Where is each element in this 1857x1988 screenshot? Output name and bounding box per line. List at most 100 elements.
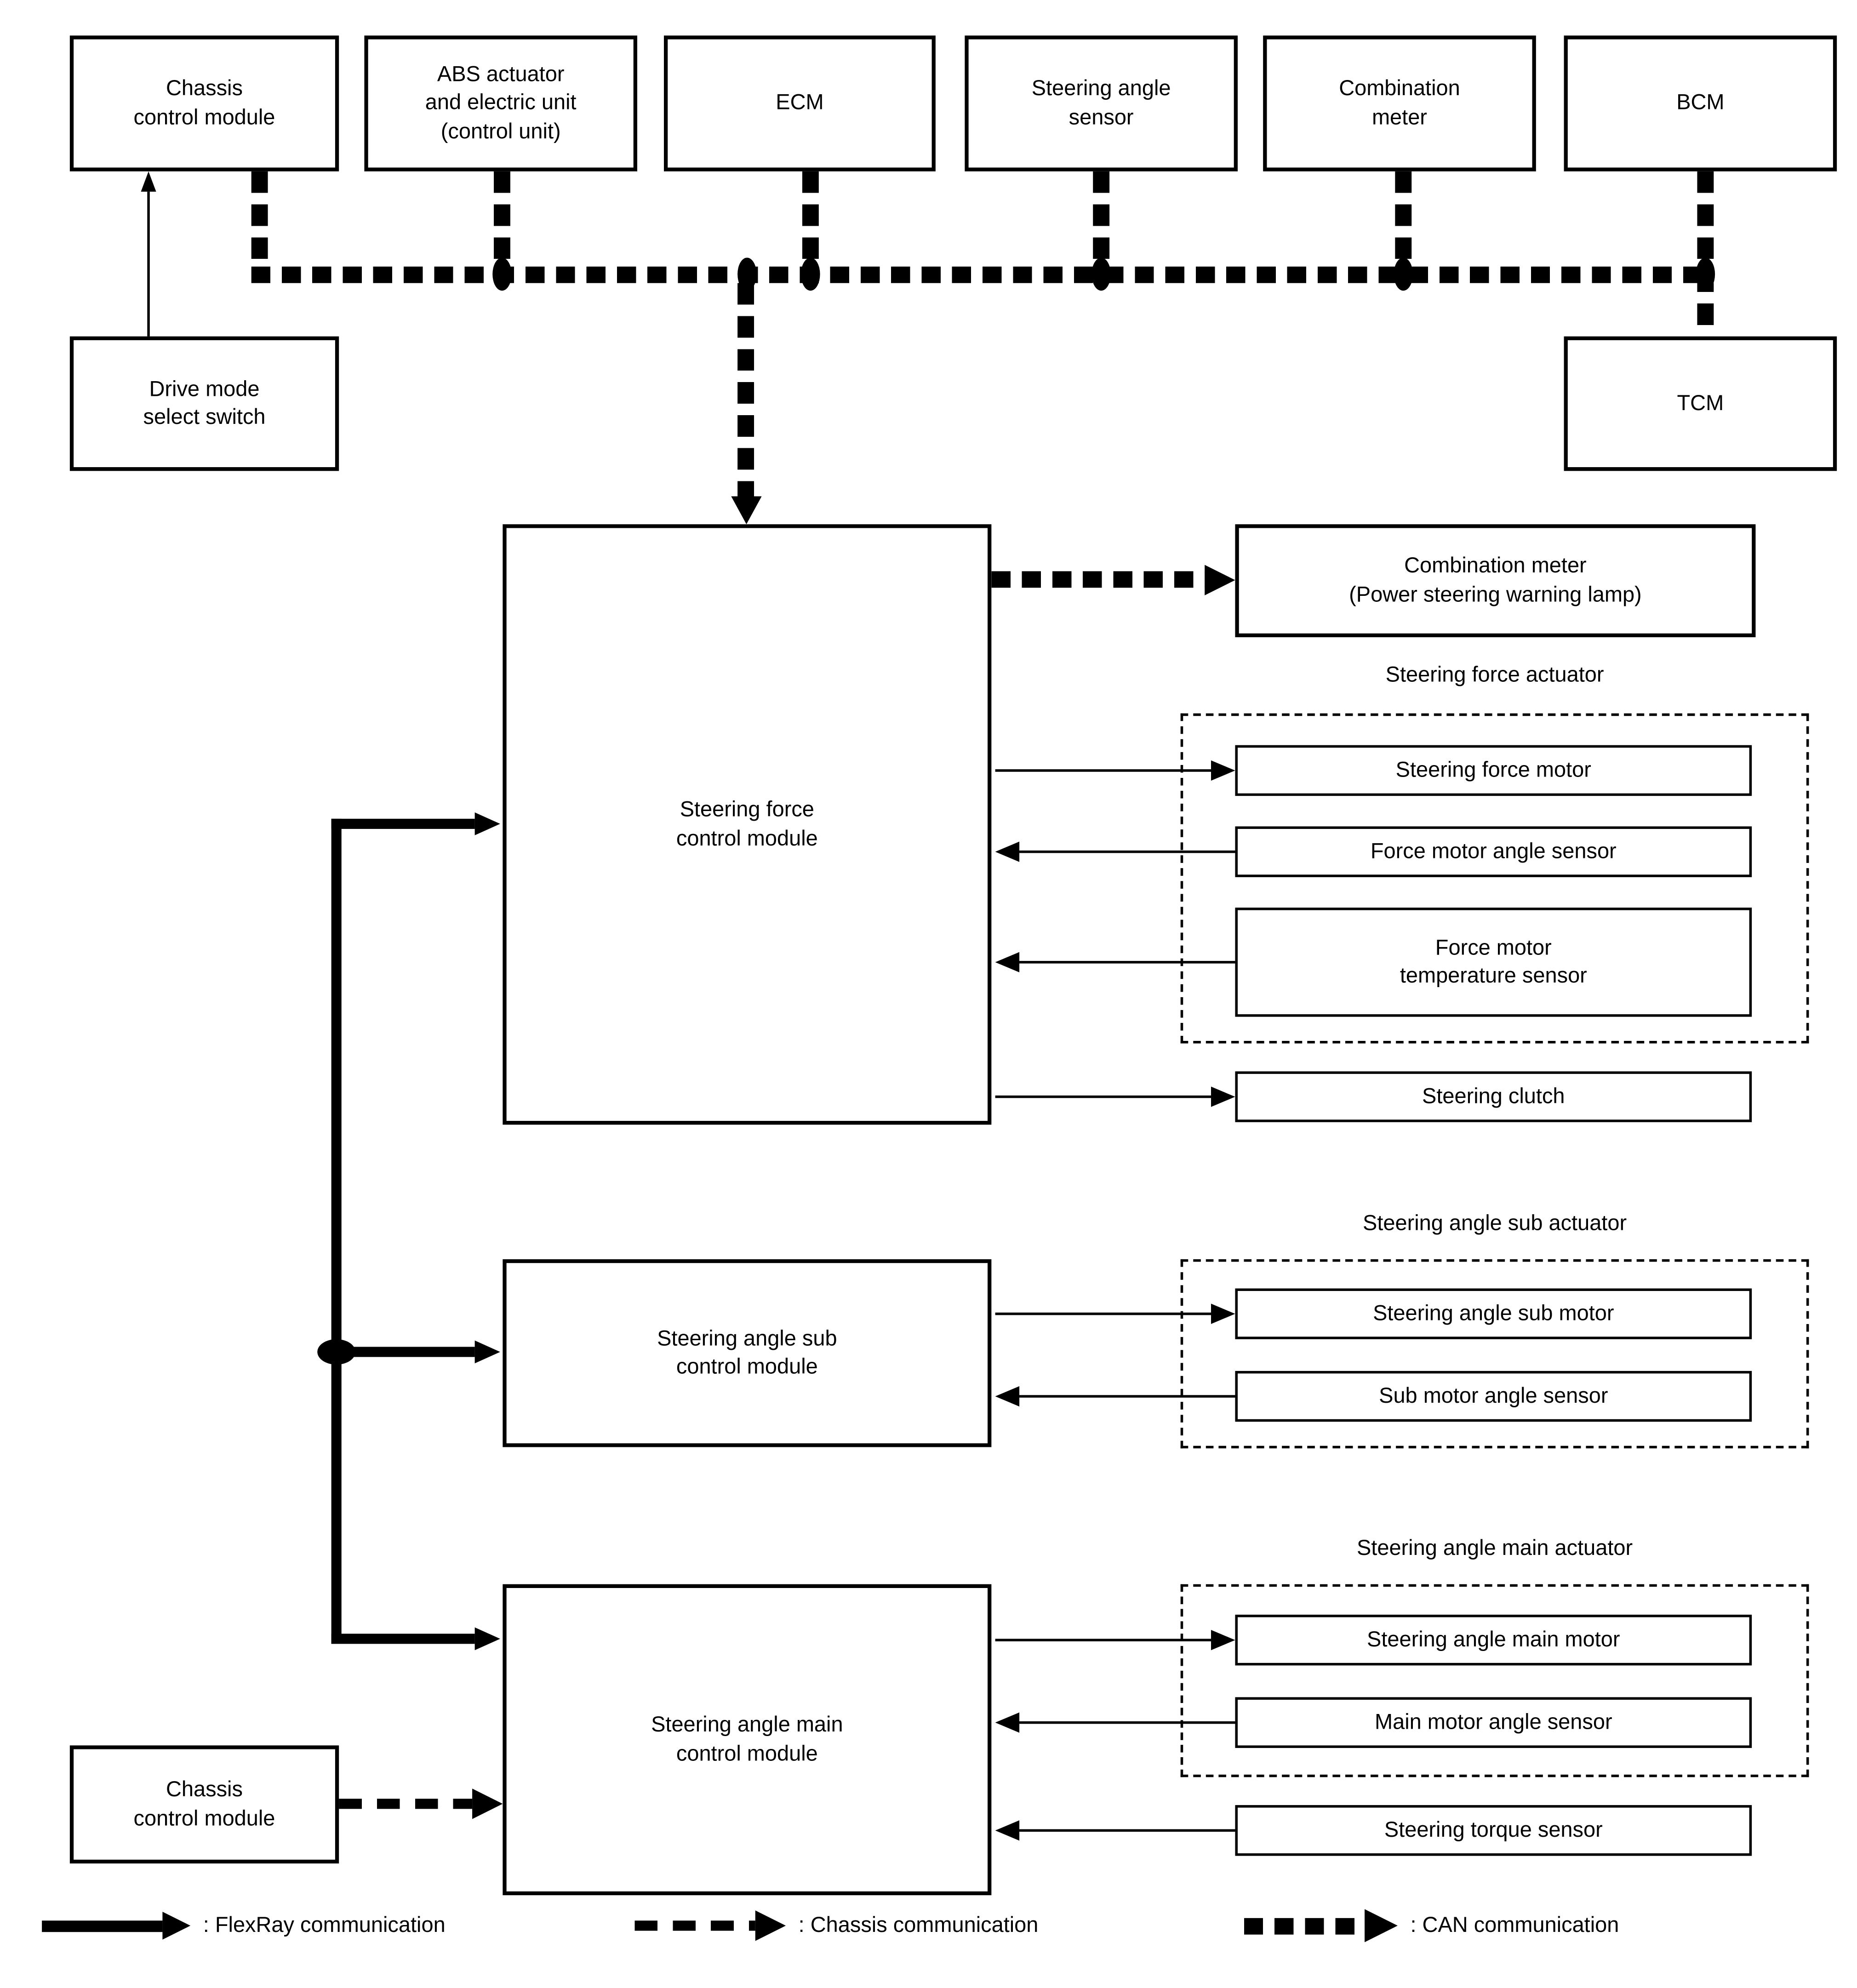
line-from-force-motor-angle-sensor <box>1019 850 1235 853</box>
legend-chassis-arrowhead <box>755 1910 786 1941</box>
box-steering-force-control-module: Steering force control module <box>503 524 992 1125</box>
line-to-steering-force-motor <box>995 769 1211 772</box>
box-abs-actuator-electric-unit: ABS actuator and electric unit (control … <box>364 35 638 171</box>
legend-can-label: : CAN communication <box>1410 1913 1619 1937</box>
box-label: Combination meter <box>1339 76 1460 129</box>
arrowhead-into-steering-angle-main-motor <box>1211 1630 1235 1651</box>
group-title-steering-angle-sub-actuator: Steering angle sub actuator <box>1363 1211 1627 1235</box>
arrowhead-from-main-motor-angle-sensor <box>995 1712 1020 1733</box>
group-steering-angle-sub-actuator <box>1180 1259 1809 1449</box>
box-label: BCM <box>1676 91 1725 115</box>
box-label: Steering angle sensor <box>1031 76 1171 129</box>
box-bcm: BCM <box>1564 35 1837 171</box>
flexray-branch-force-module <box>331 818 475 829</box>
can-drop-to-force-module <box>737 283 754 497</box>
legend-can-arrowhead <box>1365 1909 1398 1942</box>
arrowhead-up-into-chassis-module <box>141 171 156 192</box>
line-from-main-motor-angle-sensor <box>1019 1721 1235 1724</box>
box-label: Chassis control module <box>133 76 275 129</box>
box-label: Steering clutch <box>1422 1084 1565 1108</box>
legend-chassis-line <box>634 1920 755 1931</box>
box-force-motor-temperature-sensor: Force motor temperature sensor <box>1235 908 1752 1017</box>
junction-dot-bcm-tcm <box>1696 257 1715 291</box>
chassis-comm-dashed-line <box>339 1799 473 1809</box>
can-drop-steering-angle-sensor <box>1093 171 1110 267</box>
can-drop-abs <box>494 171 510 267</box>
arrowhead-chassis-comm-into-main-module <box>472 1788 503 1819</box>
box-drive-mode-select-switch: Drive mode select switch <box>69 336 339 471</box>
box-sub-motor-angle-sensor: Sub motor angle sensor <box>1235 1371 1752 1422</box>
box-label: Chassis control module <box>133 1777 275 1830</box>
line-from-steering-torque-sensor <box>1019 1829 1235 1832</box>
box-label: Steering force motor <box>1395 758 1591 782</box>
arrowhead-flexray-into-sub-module <box>474 1340 500 1364</box>
arrowhead-from-force-motor-temperature-sensor <box>995 952 1020 972</box>
arrowhead-can-down-into-force-module <box>731 496 762 525</box>
box-steering-angle-sub-motor: Steering angle sub motor <box>1235 1288 1752 1339</box>
arrowhead-into-steering-clutch <box>1211 1086 1235 1107</box>
arrowhead-can-into-warning-lamp <box>1205 565 1235 595</box>
box-steering-angle-sub-control-module: Steering angle sub control module <box>503 1259 992 1447</box>
group-title-steering-angle-main-actuator: Steering angle main actuator <box>1356 1536 1633 1560</box>
flexray-branch-main-module <box>331 1634 475 1644</box>
arrowhead-flexray-into-force-module <box>474 812 500 835</box>
junction-dot-abs <box>492 257 512 291</box>
box-combination-meter-top: Combination meter <box>1263 35 1536 171</box>
arrowhead-from-force-motor-angle-sensor <box>995 841 1020 862</box>
box-label: Combination meter (Power steering warnin… <box>1349 554 1642 606</box>
box-label: Force motor angle sensor <box>1370 839 1617 863</box>
arrowhead-into-steering-force-motor <box>1211 760 1235 781</box>
line-to-steering-clutch <box>995 1095 1211 1098</box>
legend-flexray-line <box>42 1920 163 1932</box>
box-label: Steering torque sensor <box>1384 1817 1603 1842</box>
can-drop-ecm <box>802 171 819 267</box>
box-label: TCM <box>1677 391 1724 415</box>
can-drop-bcm-tcm <box>1697 171 1714 337</box>
line-from-sub-motor-angle-sensor <box>1019 1395 1235 1398</box>
arrowhead-from-sub-motor-angle-sensor <box>995 1386 1020 1407</box>
line-to-steering-angle-sub-motor <box>995 1312 1211 1315</box>
box-label: ECM <box>776 91 824 115</box>
box-chassis-control-module-top: Chassis control module <box>69 35 339 171</box>
box-label: ABS actuator and electric unit (control … <box>425 63 577 143</box>
box-label: Drive mode select switch <box>143 377 266 429</box>
arrowhead-into-steering-angle-sub-motor <box>1211 1303 1235 1324</box>
legend-flexray-arrowhead <box>162 1912 191 1940</box>
line-to-steering-angle-main-motor <box>995 1639 1211 1641</box>
can-bus-line <box>251 266 1714 283</box>
box-combination-meter-warning-lamp: Combination meter (Power steering warnin… <box>1235 524 1756 638</box>
box-steering-angle-main-motor: Steering angle main motor <box>1235 1614 1752 1666</box>
group-steering-force-actuator <box>1180 713 1809 1044</box>
box-steering-angle-sensor: Steering angle sensor <box>965 35 1238 171</box>
flexray-branch-sub-module <box>341 1347 475 1357</box>
line-from-force-motor-temperature-sensor <box>1019 961 1235 964</box>
legend-can-line <box>1244 1918 1365 1935</box>
can-line-to-warning-lamp <box>991 571 1205 588</box>
can-drop-combination-meter <box>1395 171 1412 267</box>
box-label: Force motor temperature sensor <box>1400 935 1587 988</box>
group-title-steering-force-actuator: Steering force actuator <box>1385 663 1604 687</box>
box-tcm: TCM <box>1564 336 1837 471</box>
can-drop-chassis <box>251 171 268 267</box>
group-steering-angle-main-actuator <box>1180 1584 1809 1777</box>
junction-dot-combination-meter <box>1394 257 1413 291</box>
box-chassis-control-module-bottom: Chassis control module <box>69 1745 339 1864</box>
arrowhead-from-steering-torque-sensor <box>995 1820 1020 1841</box>
box-main-motor-angle-sensor: Main motor angle sensor <box>1235 1697 1752 1748</box>
box-steering-torque-sensor: Steering torque sensor <box>1235 1805 1752 1856</box>
junction-dot-ecm <box>801 257 820 291</box>
box-steering-angle-main-control-module: Steering angle main control module <box>503 1584 992 1896</box>
box-label: Steering angle main motor <box>1367 1627 1620 1651</box>
junction-dot-steering-angle-sensor <box>1091 257 1111 291</box>
legend-chassis-label: : Chassis communication <box>798 1913 1039 1937</box>
box-ecm: ECM <box>664 35 936 171</box>
legend-flexray-label: : FlexRay communication <box>203 1913 446 1937</box>
box-steering-force-motor: Steering force motor <box>1235 745 1752 796</box>
box-label: Steering angle main control module <box>651 1713 843 1765</box>
line-drive-mode-to-chassis <box>147 191 150 337</box>
box-label: Steering force control module <box>676 798 818 850</box>
box-label: Steering angle sub motor <box>1373 1301 1614 1325</box>
box-label: Main motor angle sensor <box>1375 1709 1612 1734</box>
arrowhead-flexray-into-main-module <box>474 1627 500 1651</box>
